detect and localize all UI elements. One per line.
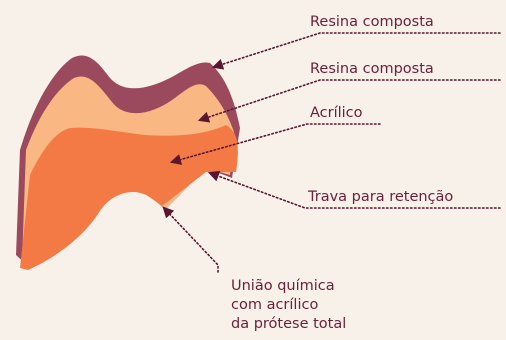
- leader-resina-outer: [211, 32, 501, 70]
- acrylic-layer: [20, 125, 238, 270]
- label-resina-composta-inner: Resina composta: [310, 61, 434, 77]
- leader-lines: [162, 32, 501, 273]
- label-uniao-quimica-line2: com acrílico: [231, 297, 318, 313]
- label-trava-para-retencao: Trava para retenção: [307, 189, 453, 205]
- leader-resina-inner: [197, 79, 501, 123]
- leader-trava: [207, 170, 501, 209]
- label-resina-composta-outer: Resina composta: [310, 14, 434, 30]
- label-uniao-quimica-line3: da prótese total: [231, 316, 346, 332]
- label-acrilico: Acrílico: [310, 105, 363, 121]
- label-uniao-quimica-line1: União química: [231, 278, 335, 294]
- leader-acrilico: [169, 123, 381, 165]
- leader-uniao: [162, 206, 219, 273]
